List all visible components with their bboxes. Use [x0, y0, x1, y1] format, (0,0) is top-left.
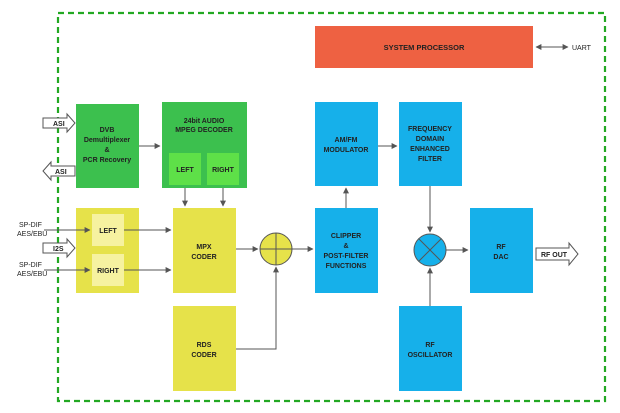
mpx-coder-label-line1: MPX: [196, 244, 212, 251]
system-processor-block: SYSTEM PROCESSOR: [315, 26, 533, 68]
decoder-left-box: [169, 153, 201, 185]
system-boundary: [56, 11, 607, 403]
frequency-filter-block: FREQUENCY DOMAIN ENHANCED FILTER: [399, 102, 462, 186]
input-right-box: [92, 254, 124, 286]
mpx-coder-block: MPX CODER: [173, 208, 236, 293]
rf-dac-block: RF DAC: [470, 208, 533, 293]
spdif-top-label-line1: SP-DIF: [19, 222, 42, 229]
asi-output-label: ASI: [55, 169, 67, 176]
input-left-label: LEFT: [99, 228, 117, 235]
modulator-label-line2: MODULATOR: [324, 147, 369, 154]
rds-coder-block: RDS CODER: [173, 306, 236, 391]
clipper-label-line1: CLIPPER: [331, 233, 361, 240]
dvb-demultiplexer-block: DVB Demultiplexer & PCR Recovery: [76, 104, 139, 188]
i2s-label: I2S: [53, 246, 64, 253]
audio-decoder-label-line2: MPEG DECODER: [175, 127, 233, 134]
signal-connections: [44, 44, 569, 350]
dvb-label-line4: PCR Recovery: [83, 157, 131, 164]
spdif-top-label-line2: AES/EBU: [17, 231, 47, 238]
spdif-bottom-label-line1: SP-DIF: [19, 262, 42, 269]
clipper-block: CLIPPER & POST-FILTER FUNCTIONS: [315, 208, 378, 293]
spdif-bottom-label-line2: AES/EBU: [17, 271, 47, 278]
modulator-label-line1: AM/FM: [335, 137, 358, 144]
rf-out-port: RF OUT: [535, 241, 579, 267]
rds-coder-label-line1: RDS: [197, 342, 212, 349]
input-right-label: RIGHT: [97, 268, 120, 275]
dvb-label-line2: Demultiplexer: [84, 137, 131, 144]
oscillator-label-line2: OSCILLATOR: [408, 352, 453, 359]
asi-input-port: ASI: [42, 112, 76, 134]
filter-label-line1: FREQUENCY: [408, 126, 452, 133]
oscillator-label-line1: RF: [425, 342, 435, 349]
decoder-right-label: RIGHT: [212, 167, 235, 174]
mixer-icon: [413, 233, 447, 267]
dvb-label-line3: &: [104, 147, 109, 154]
clipper-label-line2: &: [343, 243, 348, 250]
audio-decoder-label-line1: 24bit AUDIO: [184, 118, 225, 125]
rf-out-label: RF OUT: [541, 252, 568, 259]
uart-label: UART: [572, 45, 592, 52]
rds-to-adder-line: [236, 266, 279, 350]
mpx-coder-label-line2: CODER: [191, 254, 216, 261]
filter-label-line2: DOMAIN: [416, 136, 444, 143]
rf-oscillator-block: RF OSCILLATOR: [399, 306, 462, 391]
rf-dac-label-line1: RF: [496, 244, 506, 251]
system-processor-label: SYSTEM PROCESSOR: [384, 43, 465, 52]
input-left-box: [92, 214, 124, 246]
clipper-label-line4: FUNCTIONS: [326, 263, 367, 270]
i2s-input-port: I2S: [42, 237, 76, 259]
filter-label-line3: ENHANCED: [410, 146, 450, 153]
summing-junction-icon: [259, 232, 293, 266]
filter-label-line4: FILTER: [418, 156, 442, 163]
audio-input-block: LEFT RIGHT: [76, 208, 139, 293]
dvb-label-line1: DVB: [100, 127, 115, 134]
asi-input-label: ASI: [53, 121, 65, 128]
rf-dac-label-line2: DAC: [493, 254, 508, 261]
rds-coder-label-line2: CODER: [191, 352, 216, 359]
am-fm-modulator-block: AM/FM MODULATOR: [315, 102, 378, 186]
audio-mpeg-decoder-block: 24bit AUDIO MPEG DECODER LEFT RIGHT: [162, 102, 247, 188]
asi-output-port: ASI: [42, 160, 76, 182]
decoder-left-label: LEFT: [176, 167, 194, 174]
decoder-right-box: [207, 153, 239, 185]
clipper-label-line3: POST-FILTER: [324, 253, 369, 260]
